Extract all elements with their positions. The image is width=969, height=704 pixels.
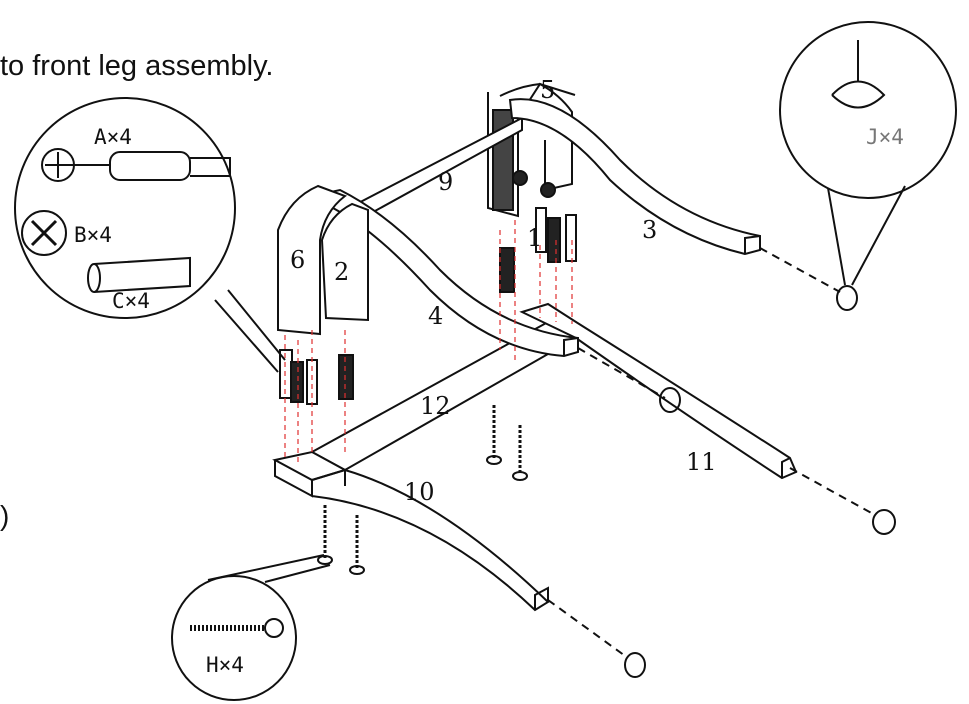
- arm-3: [508, 98, 761, 256]
- label-part-10: 10: [404, 478, 435, 506]
- label-part-3: 3: [642, 216, 657, 244]
- label-part-5: 5: [540, 76, 555, 104]
- label-hardware-j: J×4: [866, 125, 904, 149]
- label-part-12: 12: [420, 392, 451, 420]
- label-hardware-a: A×4: [94, 125, 132, 149]
- label-part-4: 4: [428, 302, 443, 330]
- callout-j: [779, 21, 957, 199]
- paren-fragment: ): [0, 500, 10, 531]
- label-part-2: 2: [334, 258, 349, 286]
- label-part-9: 9: [438, 168, 453, 196]
- label-hardware-h: H×4: [206, 653, 244, 677]
- callout-abc: [14, 97, 236, 319]
- label-hardware-c: C×4: [112, 289, 150, 313]
- label-part-6: 6: [290, 246, 305, 274]
- arm-4: [309, 188, 579, 358]
- front-post-2: [320, 202, 369, 322]
- label-part-11: 11: [686, 448, 717, 476]
- label-hardware-b: B×4: [74, 223, 112, 247]
- front-leg-10: [272, 450, 550, 612]
- instruction-text: to front leg assembly.: [0, 50, 274, 82]
- callout-h: [171, 575, 297, 701]
- rear-leg-11: [519, 302, 798, 480]
- label-part-1: 1: [527, 224, 542, 252]
- front-post-6: [277, 184, 348, 336]
